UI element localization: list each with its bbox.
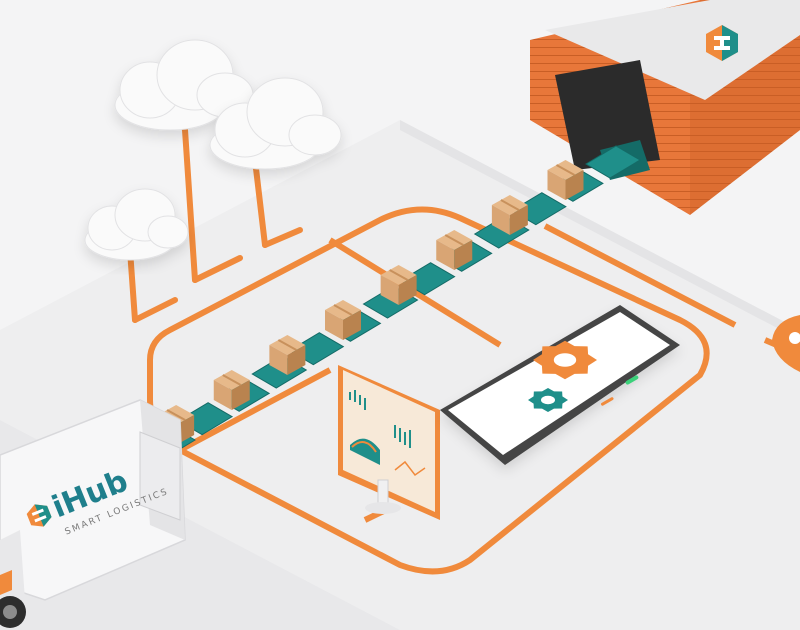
ihub-logo-icon [706, 25, 738, 61]
package-box-icon [325, 300, 361, 340]
package-box-icon [269, 335, 306, 375]
monitor-dashboard [338, 365, 440, 520]
conveyor-tile [585, 145, 641, 179]
gear-icon [533, 340, 597, 380]
gear-icons [528, 340, 597, 412]
package-box-icon [213, 370, 250, 410]
package-box-icon [491, 195, 528, 235]
smartphone [440, 305, 680, 465]
cloud-icon [114, 39, 254, 131]
cloud-cables [127, 127, 303, 323]
delivery-truck [0, 399, 186, 628]
location-marker [772, 315, 800, 372]
gear-icon [528, 388, 568, 412]
package-box-icon [380, 265, 417, 305]
cloud-icon [84, 188, 189, 261]
ihub-logo-icon [26, 504, 52, 527]
cloud-icon [209, 77, 342, 170]
package-box-icon [436, 230, 473, 270]
conveyor-belt [140, 145, 641, 459]
package-box-icon [547, 160, 584, 200]
